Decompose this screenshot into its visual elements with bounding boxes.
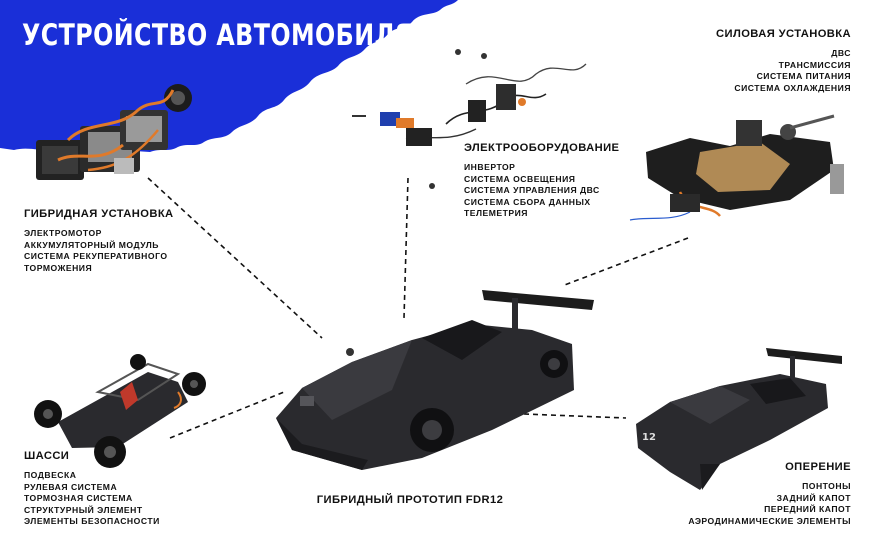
section-hybrid-list: ЭЛЕКТРОМОТОР АККУМУЛЯТОРНЫЙ МОДУЛЬ СИСТЕ…: [24, 228, 174, 274]
bodywork-image: 12: [636, 348, 842, 490]
list-item: ЭЛЕМЕНТЫ БЕЗОПАСНОСТИ: [24, 516, 160, 527]
list-item: СТРУКТУРНЫЙ ЭЛЕМЕНТ: [24, 504, 143, 515]
hybrid-unit-image: [36, 84, 192, 180]
section-bodywork: ОПЕРЕНИЕ ПОНТОНЫ ЗАДНИЙ КАПОТ ПЕРЕДНИЙ К…: [688, 461, 851, 527]
list-item: СИСТЕМА ПИТАНИЯ: [756, 71, 851, 82]
section-hybrid: ГИБРИДНАЯ УСТАНОВКА ЭЛЕКТРОМОТОР АККУМУЛ…: [24, 208, 174, 274]
list-item: АККУМУЛЯТОРНЫЙ МОДУЛЬ: [24, 239, 159, 250]
list-item: ТРАНСМИССИЯ: [778, 59, 851, 70]
section-bodywork-list: ПОНТОНЫ ЗАДНИЙ КАПОТ ПЕРЕДНИЙ КАПОТ АЭРО…: [688, 481, 851, 527]
section-electrical: ЭЛЕКТРООБОРУДОВАНИЕ ИНВЕРТОР СИСТЕМА ОСВ…: [464, 142, 619, 220]
list-item: АЭРОДИНАМИЧЕСКИЕ ЭЛЕМЕНТЫ: [688, 515, 851, 526]
section-chassis-list: ПОДВЕСКА РУЛЕВАЯ СИСТЕМА ТОРМОЗНАЯ СИСТЕ…: [24, 470, 160, 528]
list-item: ЗАДНИЙ КАПОТ: [776, 492, 851, 503]
list-item: ДВС: [831, 48, 851, 58]
list-item: ТОРМОЗНАЯ СИСТЕМА: [24, 493, 133, 504]
prototype-car-image: [276, 290, 594, 470]
list-item: ИНВЕРТОР: [464, 162, 516, 172]
list-item: ПЕРЕДНИЙ КАПОТ: [764, 504, 851, 515]
section-power-list: ДВС ТРАНСМИССИЯ СИСТЕМА ПИТАНИЯ СИСТЕМА …: [716, 48, 851, 94]
list-item: ЭЛЕКТРОМОТОР: [24, 228, 102, 238]
section-electrical-list: ИНВЕРТОР СИСТЕМА ОСВЕЩЕНИЯ СИСТЕМА УПРАВ…: [464, 162, 619, 220]
list-item: ПОДВЕСКА: [24, 470, 77, 480]
section-power-title: СИЛОВАЯ УСТАНОВКА: [716, 28, 851, 40]
power-unit-image: [629, 114, 844, 221]
list-item: СИСТЕМА РЕКУПЕРАТИВНОГО: [24, 251, 168, 262]
list-item: СИСТЕМА УПРАВЛЕНИЯ ДВС: [464, 185, 600, 196]
section-bodywork-title: ОПЕРЕНИЕ: [785, 461, 851, 473]
list-item: ТОРМОЖЕНИЯ: [24, 262, 93, 273]
section-chassis-title: ШАССИ: [24, 450, 70, 462]
list-item: СИСТЕМА СБОРА ДАННЫХ: [464, 196, 591, 207]
list-item: ТЕЛЕМЕТРИЯ: [464, 208, 528, 219]
list-item: СИСТЕМА ОХЛАЖДЕНИЯ: [734, 82, 851, 93]
svg-text:12: 12: [642, 432, 656, 443]
section-power: СИЛОВАЯ УСТАНОВКА ДВС ТРАНСМИССИЯ СИСТЕМ…: [716, 28, 851, 94]
list-item: СИСТЕМА ОСВЕЩЕНИЯ: [464, 173, 576, 184]
section-electrical-title: ЭЛЕКТРООБОРУДОВАНИЕ: [464, 142, 620, 154]
section-chassis: ШАССИ ПОДВЕСКА РУЛЕВАЯ СИСТЕМА ТОРМОЗНАЯ…: [24, 450, 160, 528]
list-item: ПОНТОНЫ: [802, 481, 851, 491]
electrical-components-image: [352, 49, 587, 189]
chassis-image: [34, 354, 206, 468]
page-title: УСТРОЙСТВО АВТОМОБИЛЯ: [22, 18, 414, 52]
section-prototype: ГИБРИДНЫЙ ПРОТОТИП FDR12: [310, 494, 510, 506]
section-hybrid-title: ГИБРИДНАЯ УСТАНОВКА: [24, 208, 174, 220]
prototype-caption: ГИБРИДНЫЙ ПРОТОТИП FDR12: [316, 494, 504, 506]
list-item: РУЛЕВАЯ СИСТЕМА: [24, 481, 118, 492]
